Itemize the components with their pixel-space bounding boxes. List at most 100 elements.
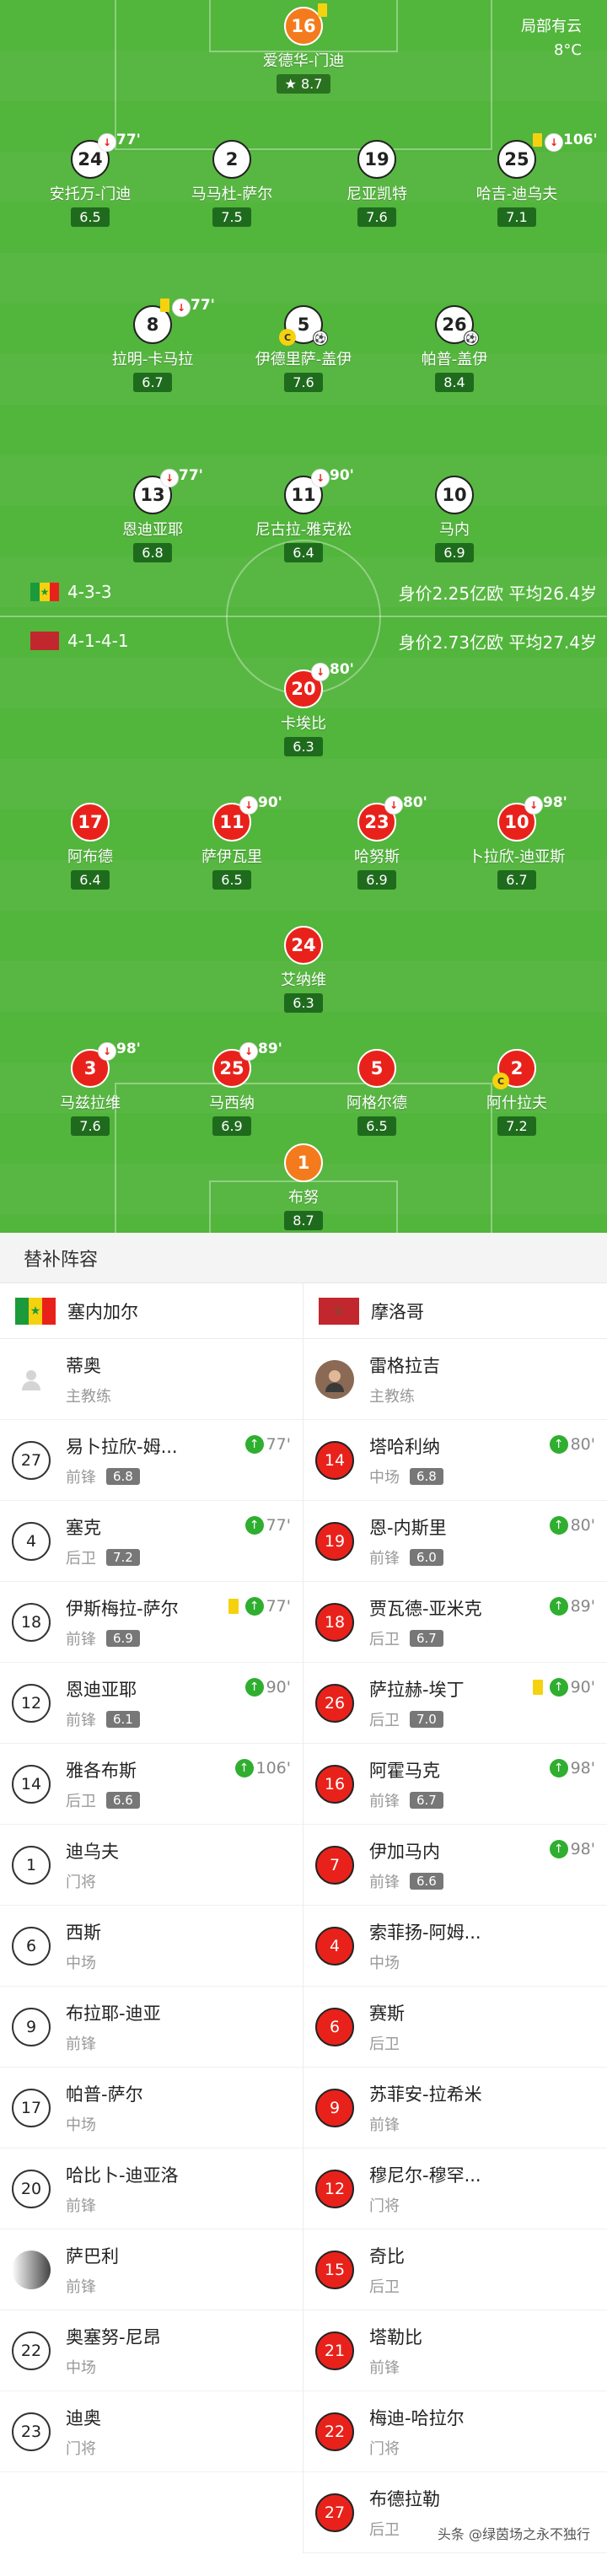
player-morocco-rm[interactable]: 10↓98' 卜拉欣-迪亚斯 6.7 bbox=[468, 794, 567, 890]
player-number: 16 bbox=[315, 1764, 354, 1804]
player-number: 20 bbox=[12, 2169, 51, 2208]
player-number: 22 bbox=[315, 2412, 354, 2451]
player-position: 后卫 bbox=[369, 1630, 400, 1648]
senegal-formation: 4-3-3 bbox=[67, 582, 112, 602]
player-name: 塔勒比 bbox=[369, 2326, 422, 2347]
player-number: 27 bbox=[12, 1440, 51, 1480]
player-name: 布拉耶-迪亚 bbox=[66, 2003, 161, 2024]
player-morocco-gk[interactable]: 1 布努 8.7 bbox=[223, 1143, 384, 1230]
player-senegal-lb[interactable]: 24↓77' 安托万-门迪 6.5 bbox=[49, 132, 141, 227]
senegal-team-header[interactable]: ★ 塞内加尔 bbox=[0, 1283, 303, 1339]
player-senegal-cm3[interactable]: 26⚽ 帕普-盖伊 8.4 bbox=[374, 305, 534, 392]
player-name: 恩-内斯里 bbox=[369, 1517, 447, 1538]
left-sub-row[interactable]: 萨巴利前锋 bbox=[0, 2229, 303, 2310]
player-rating: 7.2 bbox=[497, 1116, 536, 1136]
player-position: 中场 bbox=[369, 1954, 400, 1972]
player-number: 26 bbox=[315, 1683, 354, 1723]
coach-role: 主教练 bbox=[66, 1387, 111, 1406]
player-rating: 7.6 bbox=[71, 1116, 110, 1136]
player-number: 18 bbox=[12, 1602, 51, 1642]
player-rating: 8.4 bbox=[435, 373, 474, 392]
senegal-coach-row[interactable]: 蒂奥主教练 bbox=[0, 1339, 303, 1420]
sub-in-arrow-icon: ↑ bbox=[549, 1840, 568, 1858]
player-senegal-st[interactable]: 11↓90' 尼古拉-雅克松 6.4 bbox=[255, 467, 354, 562]
player-morocco-cb1[interactable]: 25↓89' 马西纳 6.9 bbox=[209, 1041, 282, 1136]
player-morocco-lb[interactable]: 3↓98' 马兹拉维 7.6 bbox=[60, 1041, 141, 1136]
player-name: 哈比卜-迪亚洛 bbox=[66, 2165, 179, 2186]
player-senegal-rw[interactable]: 10 马内 6.9 bbox=[374, 476, 534, 562]
captain-icon: C bbox=[279, 329, 296, 346]
player-rating: 6.6 bbox=[410, 1872, 443, 1890]
player-name: 贾瓦德-亚米克 bbox=[369, 1598, 482, 1619]
ball-icon: ⚽ bbox=[464, 331, 479, 346]
player-senegal-cb2[interactable]: 19 尼亚凯特 7.6 bbox=[297, 140, 457, 227]
player-rating: 6.0 bbox=[410, 1548, 443, 1566]
player-position: 后卫 bbox=[66, 1792, 96, 1810]
sub-in-arrow-icon: ↑ bbox=[244, 1597, 264, 1616]
player-morocco-cm2[interactable]: 23↓80' 哈努斯 6.9 bbox=[354, 794, 427, 890]
player-number: 16 bbox=[284, 3, 327, 46]
player-senegal-gk[interactable]: 16 爱德华-门迪 ★ 8.7 bbox=[223, 3, 384, 94]
sub-out-icon: ↓ bbox=[172, 298, 191, 317]
player-name: 马兹拉维 bbox=[60, 1094, 121, 1112]
player-morocco-dm[interactable]: 24 艾纳维 6.3 bbox=[223, 926, 384, 1013]
sub-in-arrow-icon: ↑ bbox=[549, 1597, 568, 1616]
sub-in-time: ↑89' bbox=[549, 1597, 595, 1616]
player-name: 爱德华-门迪 bbox=[262, 52, 345, 70]
lineup-pitch: 局部有云 8°C 16 爱德华-门迪 ★ 8.7 24↓77' 安托万-门迪 6… bbox=[0, 0, 607, 1233]
player-senegal-rb[interactable]: 25↓106' 哈吉-迪乌夫 7.1 bbox=[475, 132, 598, 227]
player-name: 苏菲安-拉希米 bbox=[369, 2084, 482, 2105]
player-name: 塔哈利纳 bbox=[369, 1436, 440, 1457]
player-senegal-cb1[interactable]: 2 马马杜-萨尔 7.5 bbox=[152, 140, 312, 227]
weather-temp: 8°C bbox=[553, 41, 582, 59]
player-number: 23 bbox=[12, 2412, 51, 2451]
morocco-coach-row[interactable]: 雷格拉吉主教练 bbox=[304, 1339, 607, 1420]
player-name: 卜拉欣-迪亚斯 bbox=[468, 848, 566, 866]
sub-in-arrow-icon: ↑ bbox=[549, 1759, 568, 1777]
player-senegal-cm1[interactable]: 8↓77' 拉明-卡马拉 6.7 bbox=[111, 297, 215, 392]
player-number: 27 bbox=[315, 2493, 354, 2532]
player-morocco-lm[interactable]: 17 阿布德 6.4 bbox=[10, 803, 170, 890]
morocco-team-header[interactable]: ☆ 摩洛哥 bbox=[304, 1283, 607, 1339]
player-position: 门将 bbox=[66, 2439, 96, 2458]
player-morocco-cb2[interactable]: 5 阿格尔德 6.5 bbox=[297, 1049, 457, 1136]
player-rating: 6.7 bbox=[497, 870, 536, 890]
player-name: 恩迪亚耶 bbox=[66, 1679, 137, 1700]
player-rating: 7.6 bbox=[357, 207, 396, 227]
subs-title: 替补阵容 bbox=[0, 1233, 607, 1283]
player-morocco-st[interactable]: 20↓80' 卡埃比 6.3 bbox=[281, 661, 354, 756]
player-name: 索菲扬-阿姆... bbox=[369, 1922, 481, 1943]
player-senegal-lw[interactable]: 13↓77' 恩迪亚耶 6.8 bbox=[122, 467, 203, 562]
player-morocco-cm1[interactable]: 11↓90' 萨伊瓦里 6.5 bbox=[201, 794, 282, 890]
